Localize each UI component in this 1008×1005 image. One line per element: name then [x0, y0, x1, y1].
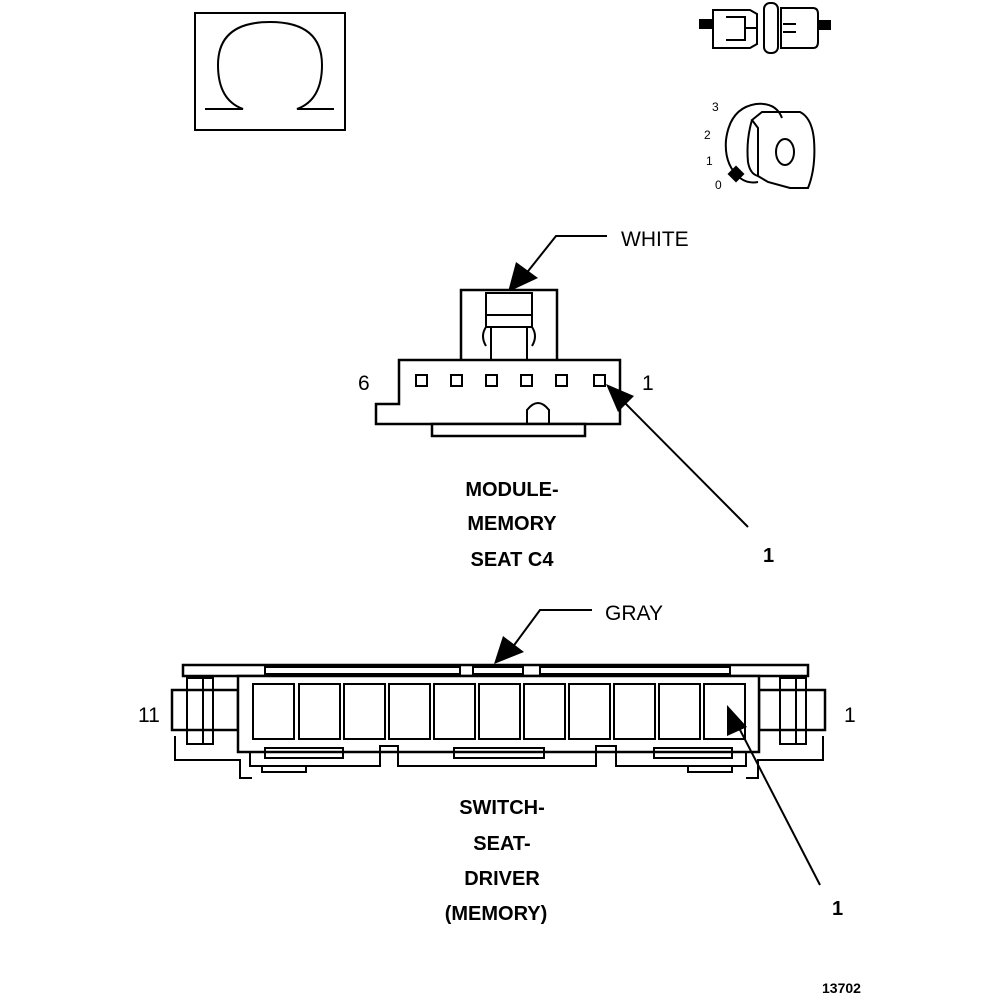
callout-number: 1: [832, 898, 843, 920]
connector-name-line-2: SEAT-: [473, 833, 530, 855]
connector-name-line-3: SEAT C4: [471, 549, 555, 571]
connector-name-line-1: SWITCH-: [459, 797, 545, 819]
connector-icon: [699, 2, 831, 54]
color-label-gray: GRAY: [605, 602, 663, 625]
color-label-white: WHITE: [621, 228, 689, 251]
figure-number: 13702: [822, 980, 861, 996]
cavity: [703, 683, 746, 740]
connector-name-line-4: (MEMORY): [445, 903, 548, 925]
key-position-0: 0: [715, 178, 722, 192]
cavity: [388, 683, 431, 740]
cavity: [555, 374, 568, 387]
pin-label-last: 1: [642, 372, 654, 395]
cavity: [415, 374, 428, 387]
pin-label-last: 1: [844, 704, 856, 727]
cavity: [485, 374, 498, 387]
ohm-icon: [194, 12, 346, 131]
cavity-row: [252, 683, 746, 740]
callout-number: 1: [763, 545, 774, 567]
cavity: [593, 374, 606, 387]
key-position-1: 1: [706, 154, 713, 168]
key-position-3: 3: [712, 100, 719, 114]
connector-name-line-2: MEMORY: [467, 513, 557, 535]
cavity: [433, 683, 476, 740]
cavity: [252, 683, 295, 740]
connector-switch-seat-driver: GRAY: [138, 602, 856, 925]
connector-name-line-3: DRIVER: [464, 868, 540, 890]
cavity: [450, 374, 463, 387]
key-position-2: 2: [704, 128, 711, 142]
connector-name-line-1: MODULE-: [465, 479, 558, 501]
ignition-key-icon: 3 2 1 0: [704, 100, 816, 192]
cavity-row: [415, 374, 606, 387]
cavity: [298, 683, 341, 740]
connector-module-memory-seat: WHITE 6 1 1 MODULE- MEMORY SEAT C: [358, 228, 774, 571]
cavity: [523, 683, 566, 740]
pin-label-first: 6: [358, 372, 370, 395]
cavity: [658, 683, 701, 740]
cavity: [343, 683, 386, 740]
cavity: [568, 683, 611, 740]
cavity: [478, 683, 521, 740]
pin-label-first: 11: [138, 704, 160, 727]
cavity: [613, 683, 656, 740]
cavity: [520, 374, 533, 387]
